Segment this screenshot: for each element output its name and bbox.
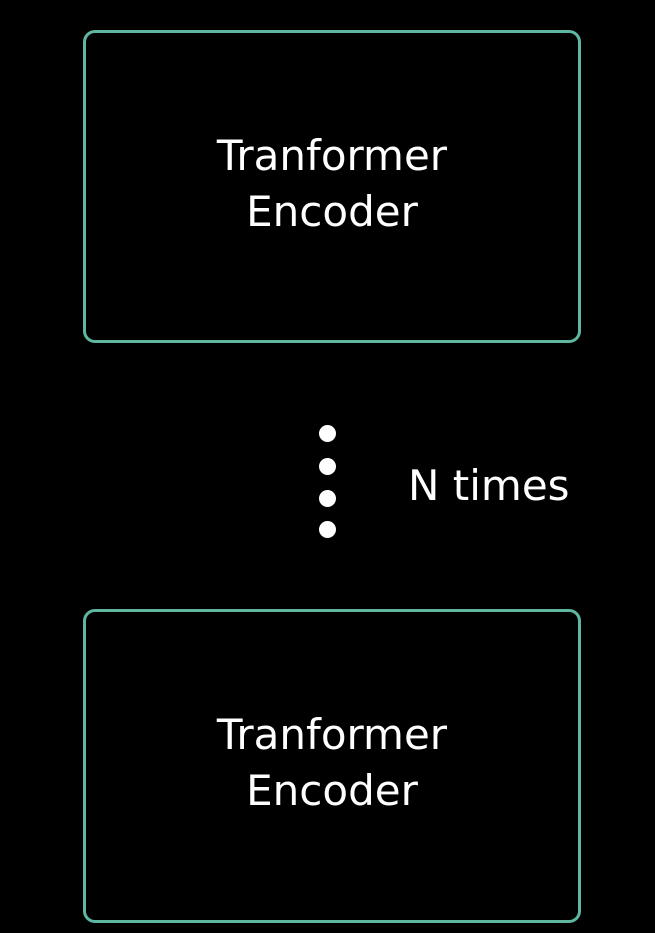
ellipsis-dot bbox=[319, 490, 336, 507]
encoder-block-label: Tranformer Encoder bbox=[217, 707, 447, 819]
encoder-block-label-line1: Tranformer bbox=[216, 130, 448, 180]
encoder-block-label: Tranformer Encoder bbox=[217, 128, 447, 240]
ellipsis-dot bbox=[319, 521, 336, 538]
encoder-block-bottom: Tranformer Encoder bbox=[83, 609, 581, 923]
ellipsis-dot bbox=[319, 458, 336, 475]
encoder-block-top: Tranformer Encoder bbox=[83, 30, 581, 343]
encoder-block-label-line1: Tranformer bbox=[216, 710, 448, 759]
repeat-count-label: N times bbox=[408, 461, 570, 510]
repeat-ellipsis bbox=[319, 425, 339, 541]
encoder-block-label-line2: Encoder bbox=[246, 186, 418, 236]
encoder-block-label-line2: Encoder bbox=[246, 766, 418, 815]
ellipsis-dot bbox=[319, 425, 336, 442]
